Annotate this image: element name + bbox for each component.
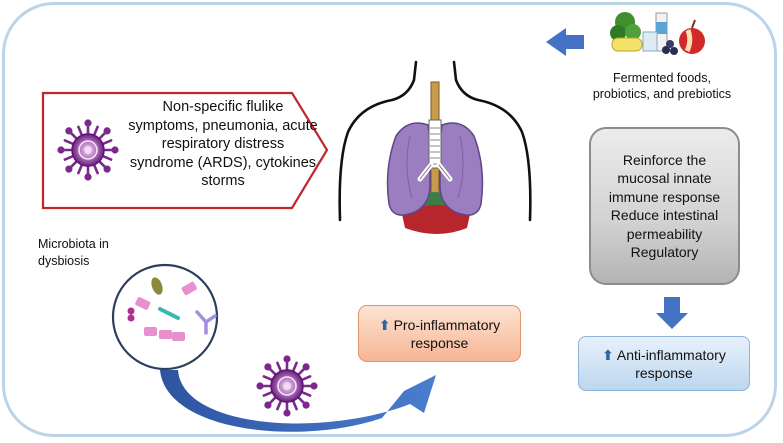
lungs-illustration [338, 60, 532, 234]
effect-line: Regulatory [630, 244, 699, 260]
microbiota-label: Microbiota in dysbiosis [38, 237, 109, 268]
probiotic-effects-box: Reinforce the mucosal innate immune resp… [589, 127, 740, 285]
food-caption: Fermented foods, probiotics, and prebiot… [592, 71, 732, 101]
frame-border [2, 2, 777, 437]
virus-icon [57, 119, 119, 181]
pro-inflammatory-box: ⬆Pro-inflammatory response [358, 305, 521, 362]
effect-line: Reinforce the mucosal innate immune resp… [608, 151, 721, 205]
left-arrow [546, 28, 584, 56]
down-arrow [656, 297, 688, 329]
pro-inflammatory-label: Pro-inflammatory response [393, 316, 501, 351]
symptom-text: Non-specific flulike symptoms, pneumonia… [128, 99, 318, 189]
up-arrow-icon: ⬆ [378, 316, 391, 333]
up-arrow-icon: ⬆ [602, 346, 614, 363]
symptom-callout [41, 91, 329, 210]
curved-arrow [160, 370, 436, 432]
virus-icon [256, 355, 318, 417]
food-icon [610, 12, 705, 55]
anti-inflammatory-box: ⬆Anti-inflammatory response [578, 336, 750, 391]
anti-inflammatory-label: Anti-inflammatory response [616, 346, 726, 381]
effect-line: Reduce intestinal permeability [610, 207, 719, 242]
microbiota-circle [111, 263, 219, 371]
